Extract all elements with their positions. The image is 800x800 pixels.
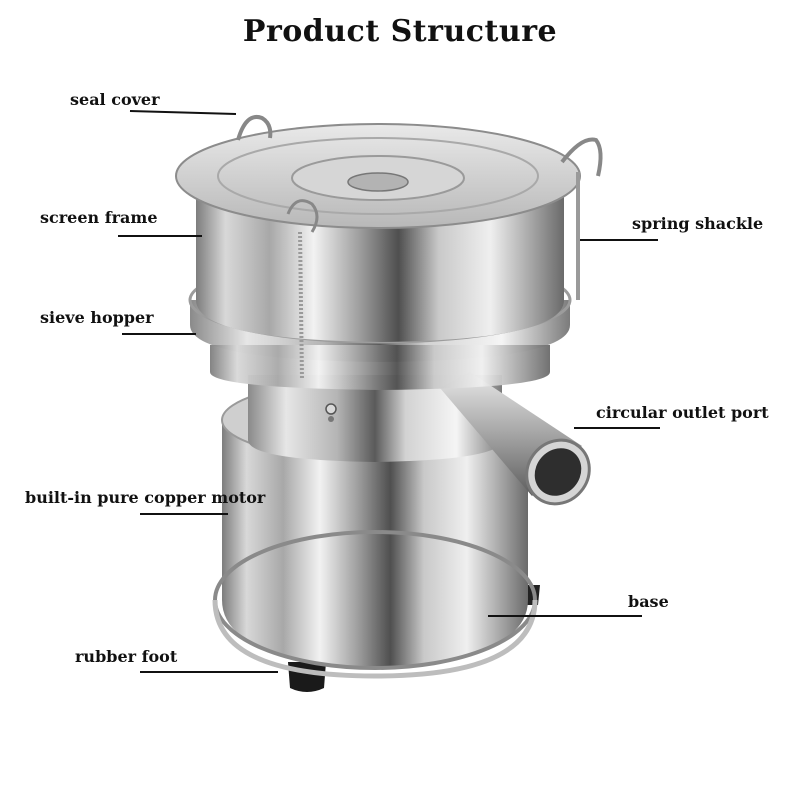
outlet-pipe-shape [440, 372, 591, 506]
diagram-title: Product Structure [242, 14, 558, 49]
label-rubber-foot: rubber foot [75, 647, 178, 666]
label-base: base [628, 592, 669, 611]
label-built-in-motor: built-in pure copper motor [25, 488, 266, 507]
seal-cover-shape [175, 115, 603, 229]
label-seal-cover: seal cover [70, 90, 160, 109]
spring-shackle-shape [286, 172, 580, 381]
label-screen-frame: screen frame [40, 208, 158, 227]
leader-seal-cover [129, 110, 237, 115]
label-sieve-hopper: sieve hopper [40, 308, 154, 327]
leader-lines [118, 110, 660, 673]
label-spring-shackle: spring shackle [632, 214, 764, 233]
label-outlet-port: circular outlet port [596, 403, 769, 422]
motor-housing-shape [248, 375, 502, 462]
